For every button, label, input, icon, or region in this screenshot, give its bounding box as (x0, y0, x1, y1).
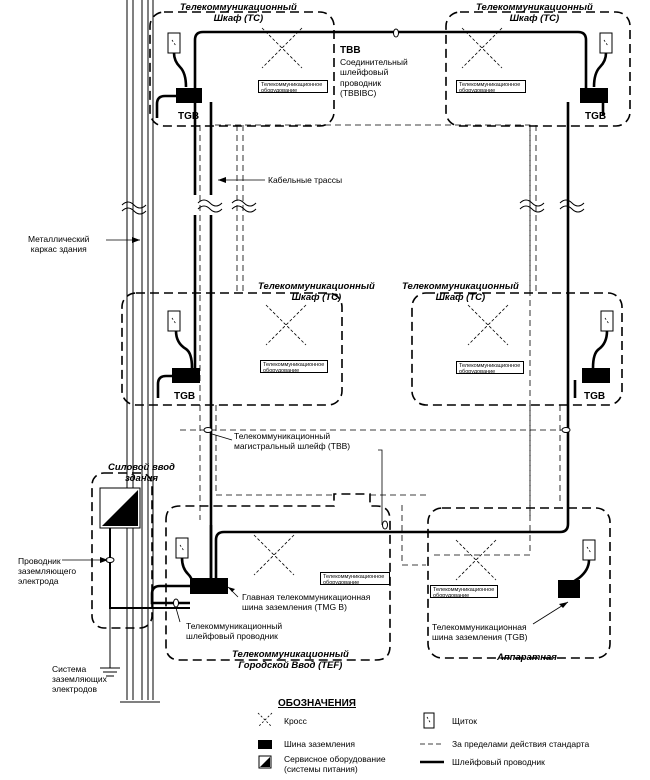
bonding-conductors (150, 30, 609, 605)
closet-tl-bus-label: TGB (178, 111, 200, 122)
legend-panel: Щиток (452, 716, 477, 726)
legend-symbols (257, 712, 444, 769)
closet-ml-bus-label: TGB (174, 391, 196, 402)
legend-service: Сервисное оборудование (системы питания) (284, 754, 386, 774)
legend-bus: Шина заземления (284, 739, 355, 749)
equipment-room-tgb-label: Телекоммуникационная шина заземления (TG… (432, 622, 528, 642)
closet-mr-equipment: Телекоммуникационное оборудование (456, 361, 524, 375)
closet-tr-bus-label: TGB (585, 111, 607, 122)
ground-rods (100, 608, 120, 677)
grounding-conductor-label: Проводник заземляющего электрода (18, 556, 77, 586)
equipment-room-title: Аппаратная (497, 652, 557, 663)
closet-mr-bus-label: TGB (584, 391, 606, 402)
tbb-top-annotation: TBB Соединительный шлейфовый проводник (… (340, 45, 408, 98)
closet-tl-title: Телекоммуникационный Шкаф (ТС) (180, 2, 297, 24)
closet-tr-equipment: Телекоммуникационное оборудование (456, 80, 526, 94)
legend-title: ОБОЗНАЧЕНИЯ (278, 698, 356, 709)
room-outlines (91, 11, 631, 661)
panel-symbols (167, 32, 614, 561)
tbb-main-label: Телекоммуникационный магистральный шлейф… (234, 431, 351, 451)
closet-ml-title: Телекоммуникационный Шкаф (ТС) (258, 281, 375, 303)
closet-mr-title: Телекоммуникационный Шкаф (ТС) (402, 281, 519, 303)
electrode-system-label: Система заземляющих электродов (52, 664, 107, 694)
break-marks (121, 199, 585, 215)
legend-outside: За пределами действия стандарта (452, 739, 590, 749)
metal-frame-label: Металлический каркас здания (28, 234, 90, 254)
tef-title: Телекоммуникационный Городской Ввод (TEF… (232, 649, 349, 671)
leader-lines (62, 179, 569, 625)
tef-equipment: Телекоммуникационное оборудование (320, 572, 390, 586)
legend-cross: Кросс (284, 716, 307, 726)
closet-tr-title: Телекоммуникационный Шкаф (ТС) (476, 2, 593, 24)
closet-tl-equipment: Телекоммуникационное оборудование (258, 80, 328, 94)
bonding-conductor-label: Телекоммуникационный шлейфовый проводник (186, 621, 283, 641)
building-metal-frame (120, 0, 160, 703)
tmgb-label: Главная телекоммуникационная шина заземл… (242, 592, 371, 612)
grounding-busbars (172, 88, 610, 598)
electrode-conductor (109, 525, 190, 609)
legend-bonding: Шлейфовый проводник (452, 757, 545, 767)
out-of-scope-lines (180, 124, 565, 566)
cable-routes-label: Кабельные трассы (268, 175, 343, 185)
power-entrance-label: Силовой ввод здания (108, 462, 175, 484)
service-equipment-symbol (99, 487, 141, 529)
leader-arrows (100, 177, 568, 608)
equipment-room-equipment: Телекоммуникационное оборудование (430, 585, 498, 599)
cross-symbols (253, 27, 509, 581)
closet-ml-equipment: Телекоммуникационное оборудование (260, 360, 328, 374)
